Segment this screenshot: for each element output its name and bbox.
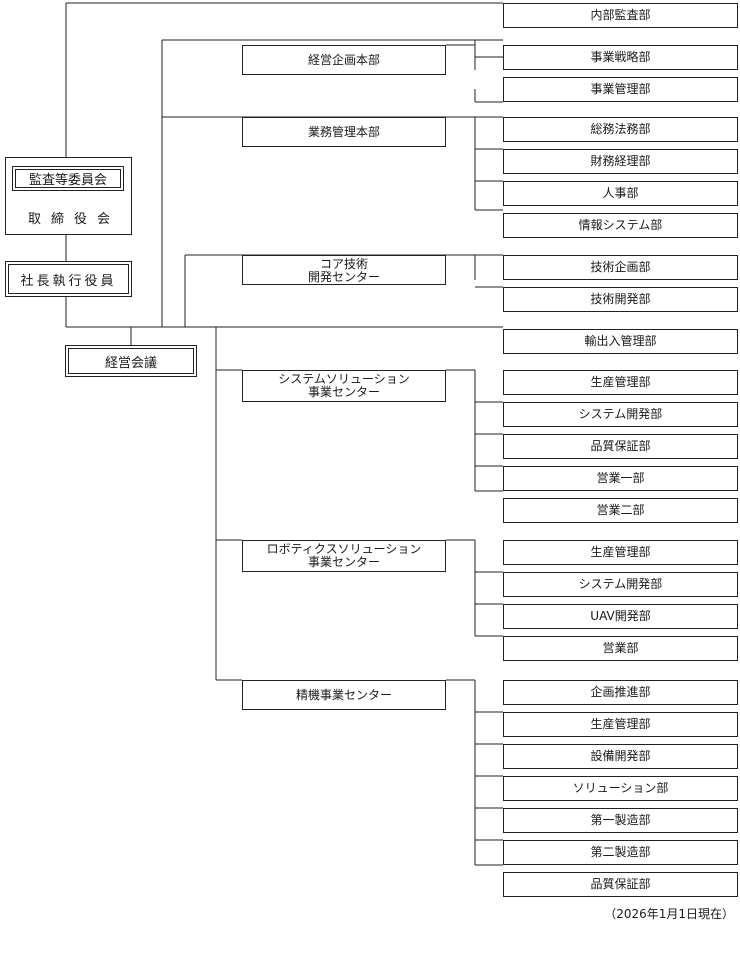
as-of-date: （2026年1月1日現在） (604, 907, 734, 921)
dept-label: ソリューション部 (572, 781, 669, 795)
dept-box: 生産管理部 (503, 370, 738, 395)
dept-label: 生産管理部 (590, 717, 651, 731)
dept-box: 営業一部 (503, 466, 738, 491)
dept-label: 営業一部 (596, 471, 645, 485)
dept-label: 営業部 (602, 641, 639, 655)
dept-box: 品質保証部 (503, 434, 738, 459)
dept-label: 第一製造部 (590, 813, 651, 827)
hq-business-admin-box: 業務管理本部 (242, 117, 446, 147)
dept-box: 営業二部 (503, 498, 738, 523)
dept-box: 事業戦略部 (503, 45, 738, 70)
dept-label: システム開発部 (578, 577, 663, 591)
dept-box: 生産管理部 (503, 540, 738, 565)
management-meeting-box: 経営会議 (65, 345, 197, 377)
dept-box: 財務経理部 (503, 149, 738, 174)
dept-box: UAV開発部 (503, 604, 738, 629)
dept-label: 営業二部 (596, 503, 645, 517)
dept-label: 事業戦略部 (590, 50, 651, 64)
dept-label: 技術開発部 (590, 292, 651, 306)
board-of-directors-label: 取締役会 (27, 212, 120, 227)
robotics-solution-center-box: ロボティクスソリューション 事業センター (242, 540, 446, 572)
dept-box: システム開発部 (503, 402, 738, 427)
management-meeting-label: 経営会議 (68, 348, 194, 374)
dept-label: 人事部 (602, 186, 639, 200)
dept-label: 技術企画部 (590, 260, 651, 274)
dept-box: 設備開発部 (503, 744, 738, 769)
dept-box: 第二製造部 (503, 840, 738, 865)
dept-box: 第一製造部 (503, 808, 738, 833)
hq-label-line1: コア技術 (319, 257, 368, 271)
dept-label: 事業管理部 (590, 82, 651, 96)
dept-box: 技術企画部 (503, 255, 738, 280)
dept-box: 技術開発部 (503, 287, 738, 312)
audit-committee-label: 監査等委員会 (15, 169, 121, 188)
hq-corporate-planning-box: 経営企画本部 (242, 45, 446, 75)
system-solution-center-box: システムソリューション 事業センター (242, 370, 446, 402)
dept-box: 人事部 (503, 181, 738, 206)
dept-label: 設備開発部 (590, 749, 651, 763)
dept-box: 営業部 (503, 636, 738, 661)
dept-box: 生産管理部 (503, 712, 738, 737)
dept-box: 総務法務部 (503, 117, 738, 142)
executive-officers-label: 社長執行役員 (8, 264, 129, 294)
center-label-line2: 事業センター (307, 555, 380, 569)
hq-label-line2: 開発センター (307, 270, 380, 284)
dept-label: 品質保証部 (590, 439, 651, 453)
dept-label: UAV開発部 (590, 609, 651, 623)
hq-label: 経営企画本部 (307, 52, 380, 67)
dept-box: システム開発部 (503, 572, 738, 597)
dept-label: 情報システム部 (578, 218, 663, 232)
dept-label: 総務法務部 (590, 122, 651, 136)
export-control-box: 輸出入管理部 (503, 329, 738, 354)
dept-box: 品質保証部 (503, 872, 738, 897)
dept-label: 第二製造部 (590, 845, 651, 859)
dept-label: システム開発部 (578, 407, 663, 421)
dept-label: 生産管理部 (590, 545, 651, 559)
dept-label: 財務経理部 (590, 154, 651, 168)
center-label-line1: ロボティクスソリューション (266, 542, 422, 556)
dept-box: 事業管理部 (503, 77, 738, 102)
dept-label: 品質保証部 (590, 877, 651, 891)
dept-box: 情報システム部 (503, 213, 738, 238)
precision-machinery-center-box: 精機事業センター (242, 680, 446, 710)
internal-audit-box: 内部監査部 (503, 3, 738, 28)
dept-label: 生産管理部 (590, 375, 651, 389)
internal-audit-label: 内部監査部 (590, 8, 651, 22)
audit-committee-box: 監査等委員会 取締役会 (5, 157, 132, 235)
executive-officers-box: 社長執行役員 (5, 261, 132, 297)
dept-box: 企画推進部 (503, 680, 738, 705)
export-control-label: 輸出入管理部 (584, 334, 657, 348)
dept-label: 企画推進部 (590, 685, 651, 699)
center-label: 精機事業センター (295, 687, 392, 702)
dept-box: ソリューション部 (503, 776, 738, 801)
hq-label: 業務管理本部 (307, 124, 380, 139)
center-label-line1: システムソリューション (278, 372, 410, 386)
center-label-line2: 事業センター (307, 385, 380, 399)
core-tech-center-box: コア技術 開発センター (242, 255, 446, 285)
